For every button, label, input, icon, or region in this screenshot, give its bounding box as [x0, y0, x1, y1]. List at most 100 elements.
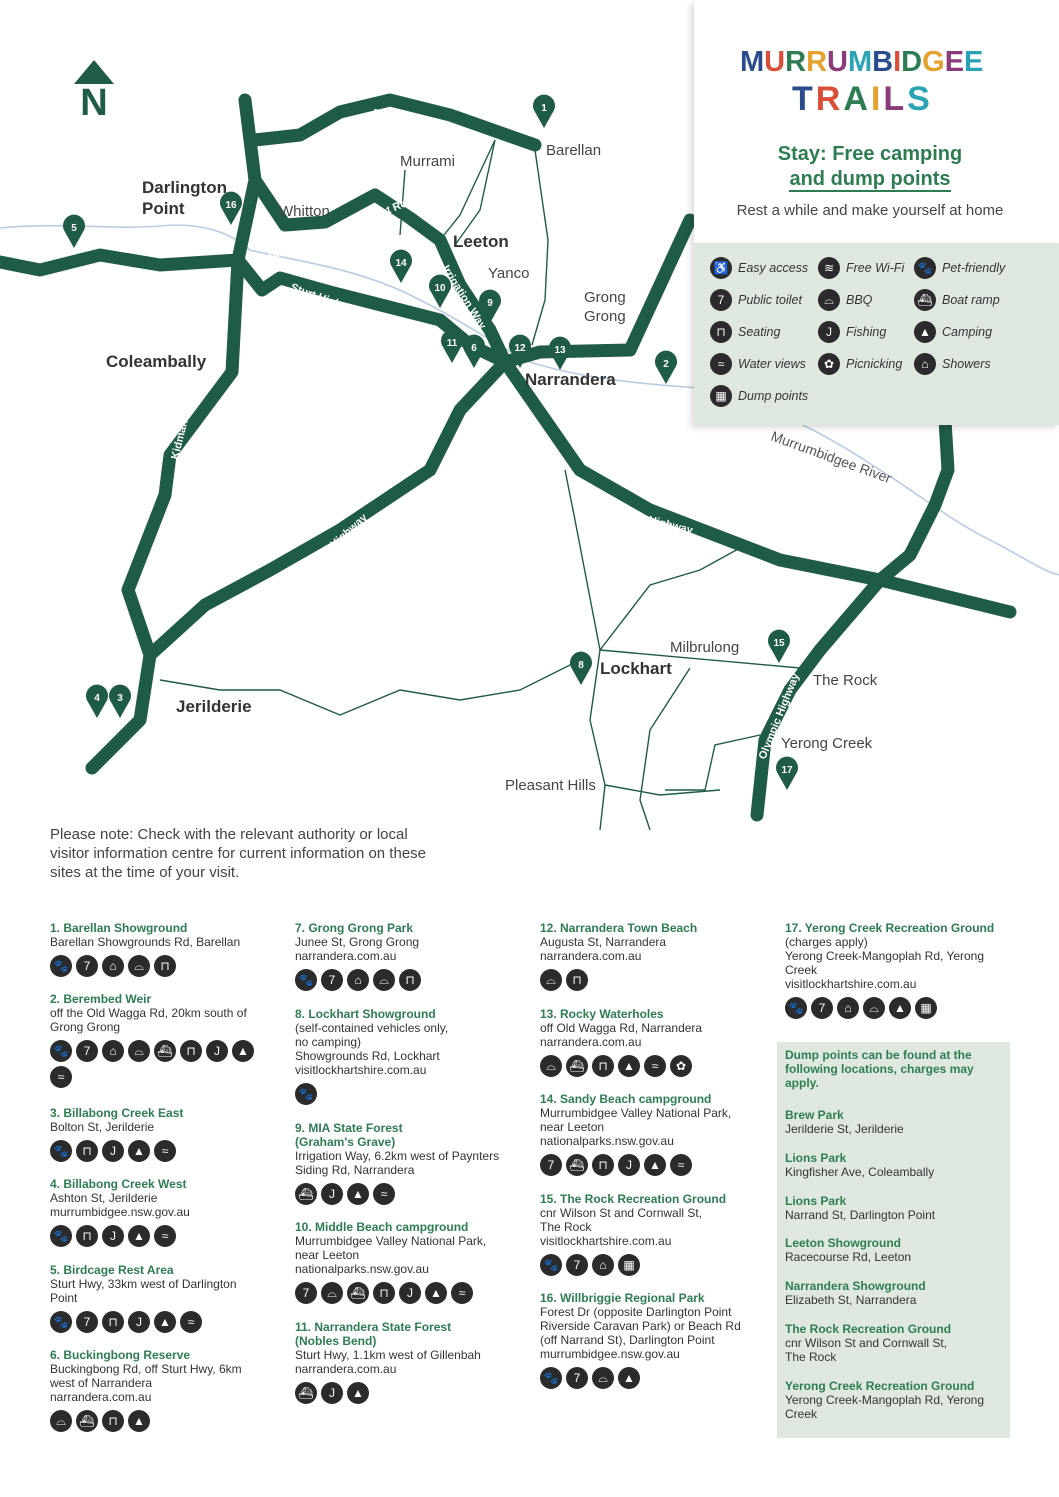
- dump-point-address: Jerilderie St, Jerilderie: [785, 1122, 904, 1136]
- legend-item: ✿ Picnicking: [818, 353, 902, 375]
- site-detail: The Rock: [540, 1220, 592, 1234]
- water-waves-icon: ≈: [710, 353, 732, 375]
- site-amenity-icons: 🐾7⌓▲: [540, 1367, 765, 1389]
- site-detail: nationalparks.nsw.gov.au: [540, 1134, 674, 1148]
- logo-murrumbidgee: MURRUMBIDGEE: [740, 46, 984, 78]
- legend-label: Dump points: [738, 389, 809, 403]
- water-waves-icon: ≈: [154, 1140, 176, 1162]
- shower-icon: ⌂: [102, 1040, 124, 1062]
- site-amenity-icons: ⌓⊓: [540, 969, 765, 991]
- river-label: Murrumbidgee River: [769, 428, 894, 487]
- map-pin-4[interactable]: 4: [86, 684, 108, 718]
- legend-item: ⌂Showers: [914, 353, 991, 375]
- site-detail: narrandera.com.au: [295, 1362, 397, 1376]
- map-pin-10[interactable]: 10: [429, 274, 451, 308]
- picnic-basket-icon: ✿: [670, 1055, 692, 1077]
- dump-point-address: Kingfisher Ave, Coleambally: [785, 1165, 935, 1179]
- dump-point-title: Brew Park: [785, 1108, 844, 1122]
- site-detail: Sturt Hwy, 1.1km west of Gillenbah: [295, 1348, 481, 1362]
- legend-item: 🐾Pet-friendly: [914, 257, 1005, 279]
- map-pin-12[interactable]: 12: [509, 334, 531, 368]
- north-arrow: N: [74, 60, 114, 122]
- picnic-table-icon: ⊓: [399, 969, 421, 991]
- bbq-icon: ⌓: [818, 289, 840, 311]
- site-detail: murrumbidgee.nsw.gov.au: [540, 1347, 680, 1361]
- picnic-basket-icon: ✿: [818, 353, 840, 375]
- site-detail: near Leeton: [540, 1120, 605, 1134]
- site-title: 11. Narrandera State Forest: [295, 1320, 452, 1334]
- svg-text:3: 3: [117, 693, 123, 704]
- water-waves-icon: ≈: [670, 1154, 692, 1176]
- bbq-icon: ⌓: [128, 955, 150, 977]
- town-leeton: Leeton: [453, 232, 509, 251]
- page-title: Stay: Free camping and dump points: [777, 143, 963, 192]
- site-detail: off Old Wagga Rd, Narrandera: [540, 1021, 703, 1035]
- fishing-hook-icon: J: [102, 1225, 124, 1247]
- map-pin-6[interactable]: 6: [463, 334, 486, 368]
- wifi-icon: ≋: [818, 257, 840, 279]
- svg-text:10: 10: [434, 283, 446, 294]
- site-amenity-icons: 🐾7⌂⌓⊓: [50, 955, 275, 977]
- map-pin-2[interactable]: 2: [654, 350, 677, 384]
- map-pin-15[interactable]: 15: [768, 629, 790, 663]
- map-pin-9[interactable]: 9: [478, 289, 501, 323]
- fishing-hook-icon: J: [321, 1382, 343, 1404]
- site-detail: (off Narrand St), Darlington Point: [540, 1333, 715, 1347]
- paw-icon: 🐾: [295, 1083, 317, 1105]
- town-the-rock: The Rock: [813, 672, 878, 689]
- site-detail: Grong Grong: [50, 1020, 121, 1034]
- tent-icon: ▲: [644, 1154, 666, 1176]
- town-murrami: Murrami: [400, 153, 455, 170]
- legend-label: Easy access: [738, 261, 809, 275]
- map-pin-8[interactable]: 8: [570, 651, 593, 685]
- toilet-icon: 7: [540, 1154, 562, 1176]
- svg-text:9: 9: [487, 298, 493, 309]
- site-subtitle: (Graham's Grave): [295, 1135, 396, 1149]
- boat-ramp-icon: ⛴: [295, 1382, 317, 1404]
- water-waves-icon: ≈: [180, 1311, 202, 1333]
- shower-icon: ⌂: [914, 353, 936, 375]
- dump-point-icon: ▦: [618, 1254, 640, 1276]
- picnic-table-icon: ⊓: [102, 1311, 124, 1333]
- map-pin-17[interactable]: 17: [776, 756, 798, 790]
- map-pin-11[interactable]: 11: [441, 329, 464, 363]
- tent-icon: ▲: [618, 1367, 640, 1389]
- paw-icon: 🐾: [50, 1140, 72, 1162]
- map-pin-14[interactable]: 14: [389, 249, 412, 283]
- site-amenity-icons: 🐾7⌂⌓⊓: [295, 969, 520, 991]
- site-title: 7. Grong Grong Park: [295, 921, 414, 935]
- legend-label: Camping: [942, 325, 993, 339]
- paw-icon: 🐾: [540, 1367, 562, 1389]
- bbq-icon: ⌓: [863, 997, 885, 1019]
- svg-text:2: 2: [663, 359, 669, 370]
- dump-points-intro: Dump points can be found at the followin…: [785, 1048, 974, 1090]
- site-amenity-icons: ⌓⛴⊓▲: [50, 1410, 275, 1432]
- fishing-hook-icon: J: [321, 1183, 343, 1205]
- site-detail: nationalparks.nsw.gov.au: [295, 1262, 429, 1276]
- map-pin-5[interactable]: 5: [63, 214, 85, 248]
- map-pin-16[interactable]: 16: [220, 191, 242, 225]
- boat-ramp-icon: ⛴: [76, 1410, 98, 1432]
- water-waves-icon: ≈: [154, 1225, 176, 1247]
- town-darlington-point: Darlington: [142, 178, 227, 197]
- map-pin-3[interactable]: 3: [109, 684, 131, 718]
- site-amenity-icons: 7⛴⊓J▲≈: [540, 1154, 765, 1176]
- site-title: 16. Willbriggie Regional Park: [540, 1291, 705, 1305]
- bbq-icon: ⌓: [592, 1367, 614, 1389]
- map-pin-1[interactable]: 1: [533, 94, 555, 128]
- site-detail: visitlockhartshire.com.au: [785, 977, 917, 991]
- town-barellan: Barellan: [546, 142, 602, 159]
- site-title: 2. Berembed Weir: [50, 992, 152, 1006]
- boat-ramp-icon: ⛴: [566, 1055, 588, 1077]
- logo-trails: TRAILS: [792, 80, 933, 118]
- map-pin-13[interactable]: 13: [549, 336, 572, 370]
- toilet-icon: 7: [76, 955, 98, 977]
- site-amenity-icons: 🐾7⌂▦: [540, 1254, 765, 1276]
- legend-label: Picnicking: [846, 357, 903, 371]
